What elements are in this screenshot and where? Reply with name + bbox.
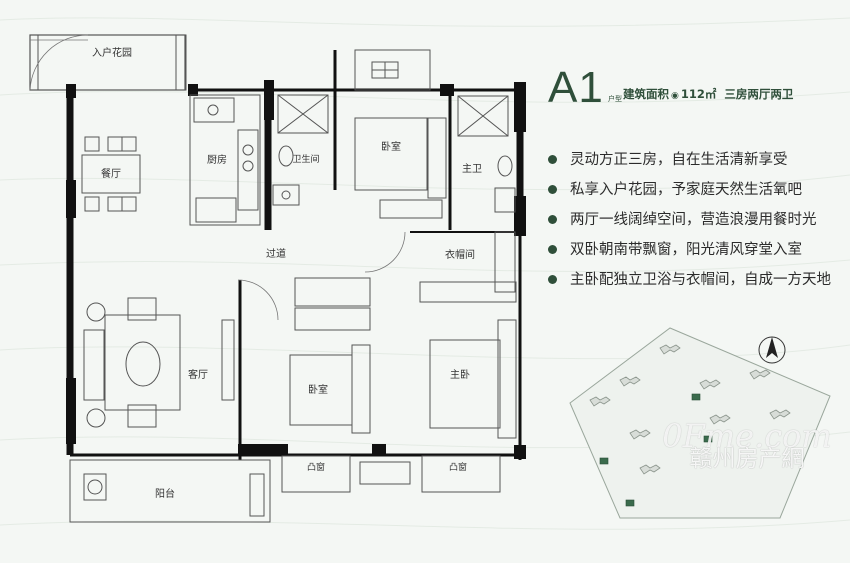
room-bathroom: 卫生间 <box>292 153 319 165</box>
unit-layout: 三房两厅两卫 <box>724 87 794 101</box>
south-bay-windows: 凸窗 凸窗 <box>281 455 501 493</box>
bullet-icon <box>548 155 557 164</box>
corridor: 过道 <box>237 231 406 321</box>
room-kitchen: 厨房 <box>207 153 227 166</box>
entry-garden: 入户花园 <box>29 34 187 91</box>
room-walk-in-closet: 衣帽间 <box>445 248 475 261</box>
feature-item: 两厅一线阔绰空间，营造浪漫用餐时光 <box>548 210 848 240</box>
room-bay-window-left: 凸窗 <box>307 461 325 473</box>
bathroom: 卫生间 <box>272 94 329 206</box>
south-bedroom: 卧室 <box>289 277 371 434</box>
feature-item: 双卧朝南带飘窗，阳光清风穿堂入室 <box>548 240 848 270</box>
site-boundary <box>569 327 831 519</box>
walk-in-closet: 衣帽间 <box>419 231 517 303</box>
master-bath: 主卫 <box>457 95 516 213</box>
room-bay-window-right: 凸窗 <box>449 461 467 473</box>
kitchen: 厨房 <box>189 94 261 226</box>
living-room: 客厅 <box>83 297 235 428</box>
master-bedroom: 主卧 <box>429 319 517 439</box>
bullet-icon <box>548 245 557 254</box>
site-plan <box>569 327 831 519</box>
feature-item: 灵动方正三房，自在生活清新享受 <box>548 150 848 180</box>
room-master-bath: 主卫 <box>462 163 482 175</box>
room-balcony: 阳台 <box>155 487 175 500</box>
bullet-icon <box>548 185 557 194</box>
column-blocks <box>66 80 526 459</box>
north-bay-window <box>354 49 431 91</box>
compass-icon <box>758 336 786 364</box>
feature-item: 主卧配独立卫浴与衣帽间，自成一方天地 <box>548 270 848 300</box>
unit-type-suffix: 户型 <box>608 95 622 103</box>
room-dining: 餐厅 <box>101 167 121 180</box>
room-bedroom-north: 卧室 <box>381 140 401 153</box>
site-buildings <box>589 344 791 475</box>
room-master-bedroom: 主卧 <box>450 368 470 381</box>
room-corridor: 过道 <box>266 247 286 260</box>
site-highlight-buildings <box>599 393 713 507</box>
separator-dot-icon: ◉ <box>671 91 679 101</box>
dining-area: 餐厅 <box>81 136 141 212</box>
room-living: 客厅 <box>188 368 208 381</box>
balcony: 阳台 <box>69 459 271 523</box>
bullet-icon <box>548 275 557 284</box>
bullet-icon <box>548 215 557 224</box>
feature-list: 灵动方正三房，自在生活清新享受 私享入户花园，予家庭天然生活氧吧 两厅一线阔绰空… <box>548 150 848 300</box>
room-entry-garden: 入户花园 <box>92 46 132 59</box>
feature-item: 私享入户花园，予家庭天然生活氧吧 <box>548 180 848 210</box>
area-label: 建筑面积 <box>623 87 669 101</box>
room-bedroom-south: 卧室 <box>308 383 328 396</box>
area-value: 112㎡ <box>680 87 717 101</box>
unit-type-code: A1 <box>548 63 604 112</box>
north-bedroom: 卧室 <box>354 117 447 219</box>
